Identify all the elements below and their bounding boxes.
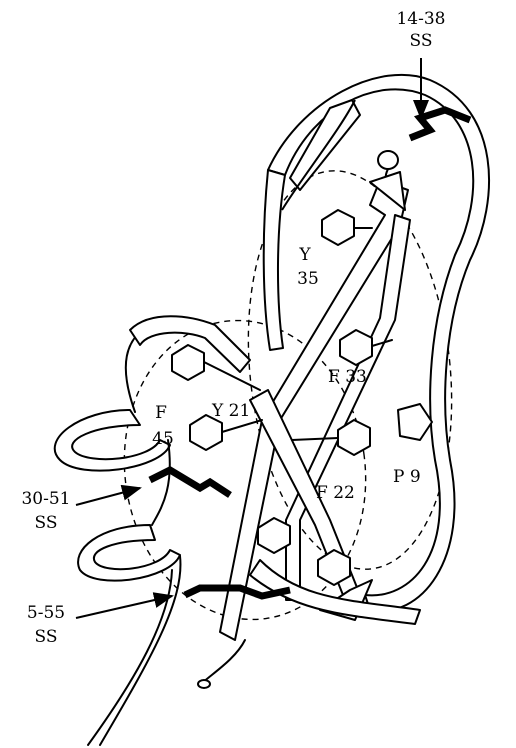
label-f45-line1: F [155,403,167,423]
bottom-ring-2 [318,550,350,585]
label-y21: Y 21 [211,401,250,421]
ss-bond-30-51 [150,470,230,495]
label-ss-14-38-line1: 14-38 [396,9,445,29]
label-p9: P 9 [393,467,421,487]
left-helix [55,320,181,745]
label-f45-line2: 45 [152,429,174,449]
label-f22: F 22 [316,483,355,503]
label-f33: F 33 [328,367,367,387]
label-ss-5-55-line1: 5-55 [27,603,65,623]
label-y35-line2: 35 [297,269,319,289]
label-ss-5-55-line2: SS [35,627,58,647]
label-ss-30-51-line1: 30-51 [21,489,70,509]
label-ss-14-38-line2: SS [410,31,433,51]
bottom-ring [258,518,290,553]
label-y35-line1: Y [298,245,311,265]
pro9-ring [398,404,432,440]
tyr21-ring [172,345,204,380]
phe33-ring [340,330,372,365]
label-ss-30-51-line2: SS [35,513,58,533]
tyr35-ring [322,210,354,245]
